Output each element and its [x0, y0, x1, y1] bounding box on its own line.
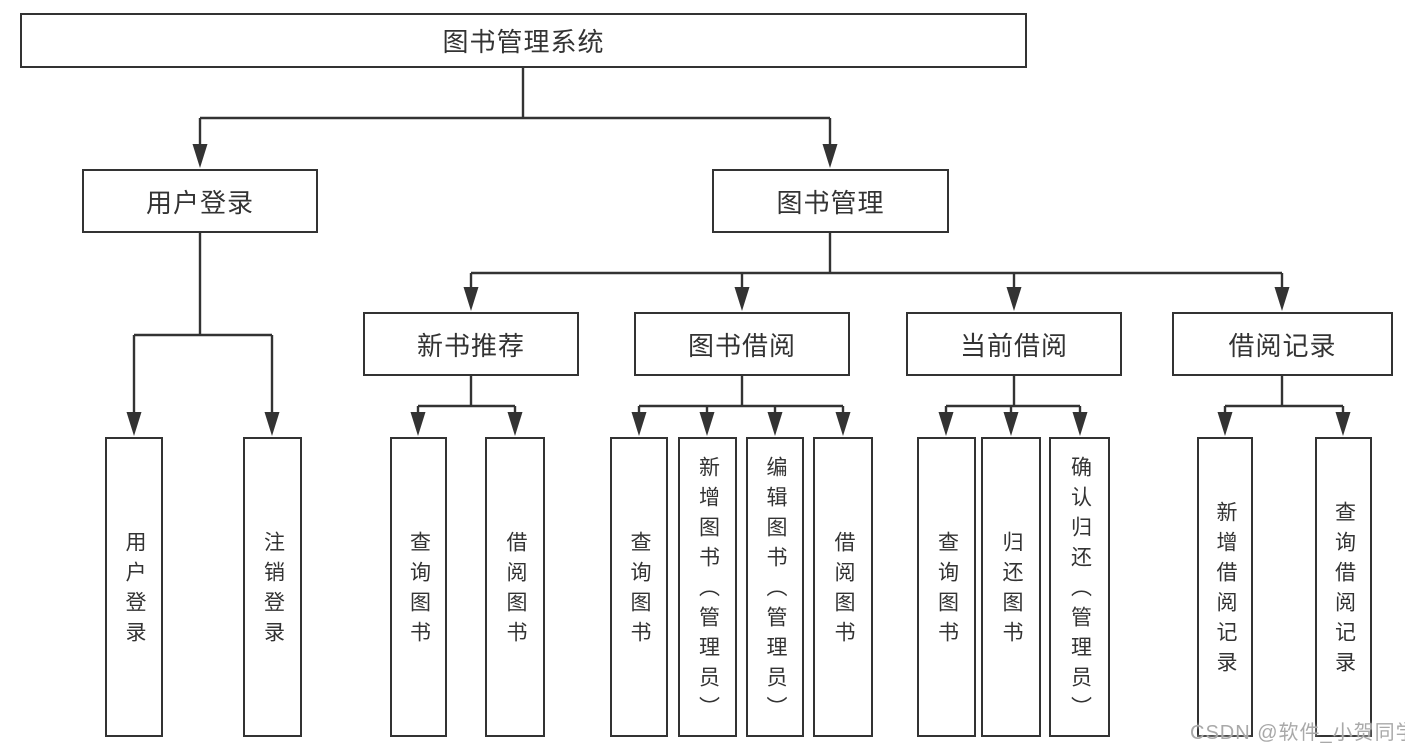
leaf-label: 查询图书 — [407, 531, 431, 651]
arrowhead-icons — [126, 144, 1351, 436]
leaf-label: 查询借阅记录 — [1332, 501, 1356, 681]
node-label: 图书管理系统 — [442, 27, 605, 57]
leaf-label: 归还图书 — [1000, 531, 1023, 651]
leaf-label: 确认归还（管理员） — [1068, 456, 1092, 726]
leaf-label: 新增图书（管理员） — [696, 456, 720, 726]
csdn-watermark: CSDN @软件_小贺同学 — [1190, 722, 1405, 744]
node-user-login: 用户登录 — [82, 169, 318, 233]
leaf-label: 查询图书 — [628, 531, 651, 651]
leaf-add-borrow-record: 新增借阅记录 — [1197, 437, 1253, 737]
leaf-borrow-books-recommend: 借阅图书 — [485, 437, 545, 737]
leaf-label: 编辑图书（管理员） — [764, 456, 787, 726]
leaf-label: 新增借阅记录 — [1214, 501, 1237, 681]
leaf-edit-books-admin: 编辑图书（管理员） — [746, 437, 804, 737]
node-label: 新书推荐 — [416, 330, 525, 361]
node-book-management: 图书管理 — [712, 169, 949, 233]
leaf-confirm-return-admin: 确认归还（管理员） — [1049, 437, 1110, 737]
node-label: 用户登录 — [145, 187, 254, 218]
leaf-label: 注销登录 — [261, 531, 285, 651]
node-new-book-recommendation: 新书推荐 — [363, 312, 579, 376]
node-label: 当前借阅 — [959, 330, 1068, 361]
leaf-query-books-current: 查询图书 — [917, 437, 976, 737]
leaf-user-login: 用户登录 — [105, 437, 163, 737]
leaf-query-borrow-record: 查询借阅记录 — [1315, 437, 1372, 737]
leaf-label: 用户登录 — [123, 531, 146, 651]
leaf-query-books-recommend: 查询图书 — [390, 437, 447, 737]
leaf-borrow-books: 借阅图书 — [813, 437, 873, 737]
leaf-add-books-admin: 新增图书（管理员） — [678, 437, 737, 737]
leaf-logout: 注销登录 — [243, 437, 302, 737]
node-label: 借阅记录 — [1228, 330, 1337, 361]
leaf-query-books-borrow: 查询图书 — [610, 437, 668, 737]
leaf-label: 查询图书 — [935, 531, 959, 651]
node-label: 图书管理 — [776, 187, 885, 218]
leaf-return-books: 归还图书 — [981, 437, 1041, 737]
node-current-borrowing: 当前借阅 — [906, 312, 1122, 376]
leaf-label: 借阅图书 — [832, 531, 855, 651]
node-label: 图书借阅 — [687, 330, 796, 361]
node-book-borrowing: 图书借阅 — [634, 312, 850, 376]
node-root-library-system: 图书管理系统 — [20, 13, 1027, 68]
node-borrowing-records: 借阅记录 — [1172, 312, 1393, 376]
leaf-label: 借阅图书 — [504, 531, 527, 651]
